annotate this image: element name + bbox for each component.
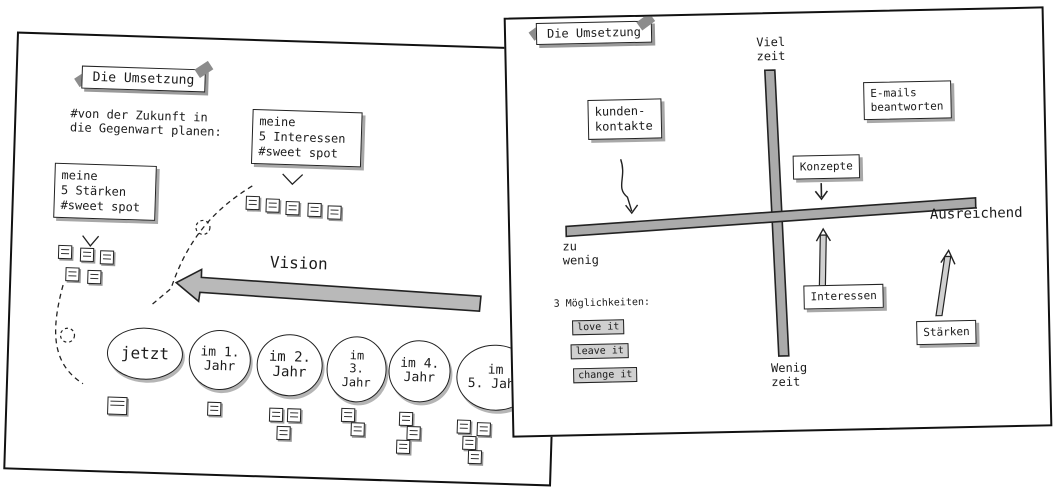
document-icon	[207, 401, 222, 417]
document-icon	[107, 396, 128, 416]
left-sheet: Die Umsetzung #von der Zukunft in die Ge…	[3, 31, 565, 487]
option-change-it: change it	[573, 366, 638, 384]
note-interessen: Interessen	[803, 283, 885, 310]
document-icon	[476, 422, 491, 437]
document-icon	[467, 449, 483, 465]
option-leave-it: leave it	[570, 343, 629, 360]
document-icon	[286, 408, 302, 423]
note-staerken: Stärken	[916, 319, 977, 345]
document-icon	[350, 422, 365, 437]
option-love-it: love it	[572, 319, 625, 336]
note-kundenkontakte: kunden- kontakte	[587, 98, 663, 140]
vision-arrow	[174, 268, 482, 313]
right-sheet: Die Umsetzung Viel zeit Wenig zeit zu we…	[503, 6, 1053, 438]
document-icon	[462, 435, 477, 451]
axis-label-right: Ausreichend	[929, 204, 1023, 223]
document-icon	[276, 425, 291, 441]
note-konzepte: Konzepte	[792, 154, 861, 180]
document-icon	[398, 411, 414, 427]
quadrant-drawing	[565, 69, 977, 357]
left-sheet-drawing	[54, 173, 482, 385]
arrow	[814, 183, 829, 201]
document-icon	[395, 439, 411, 455]
dashed-path	[54, 284, 84, 385]
axis-label-top: Viel zeit	[756, 34, 786, 64]
options-title: 3 Möglichkeiten:	[553, 296, 651, 310]
document-icon	[406, 425, 421, 441]
document-icon	[456, 419, 472, 434]
axis-label-left: zu wenig	[562, 239, 600, 268]
note-emails: E-mails beantworten	[863, 80, 952, 120]
dashed-path	[150, 185, 253, 307]
axis-label-bottom: Wenig zeit	[770, 360, 808, 389]
horizontal-axis	[565, 197, 977, 238]
document-icon	[268, 407, 284, 423]
document-icon	[340, 407, 356, 423]
arrow	[619, 159, 633, 212]
